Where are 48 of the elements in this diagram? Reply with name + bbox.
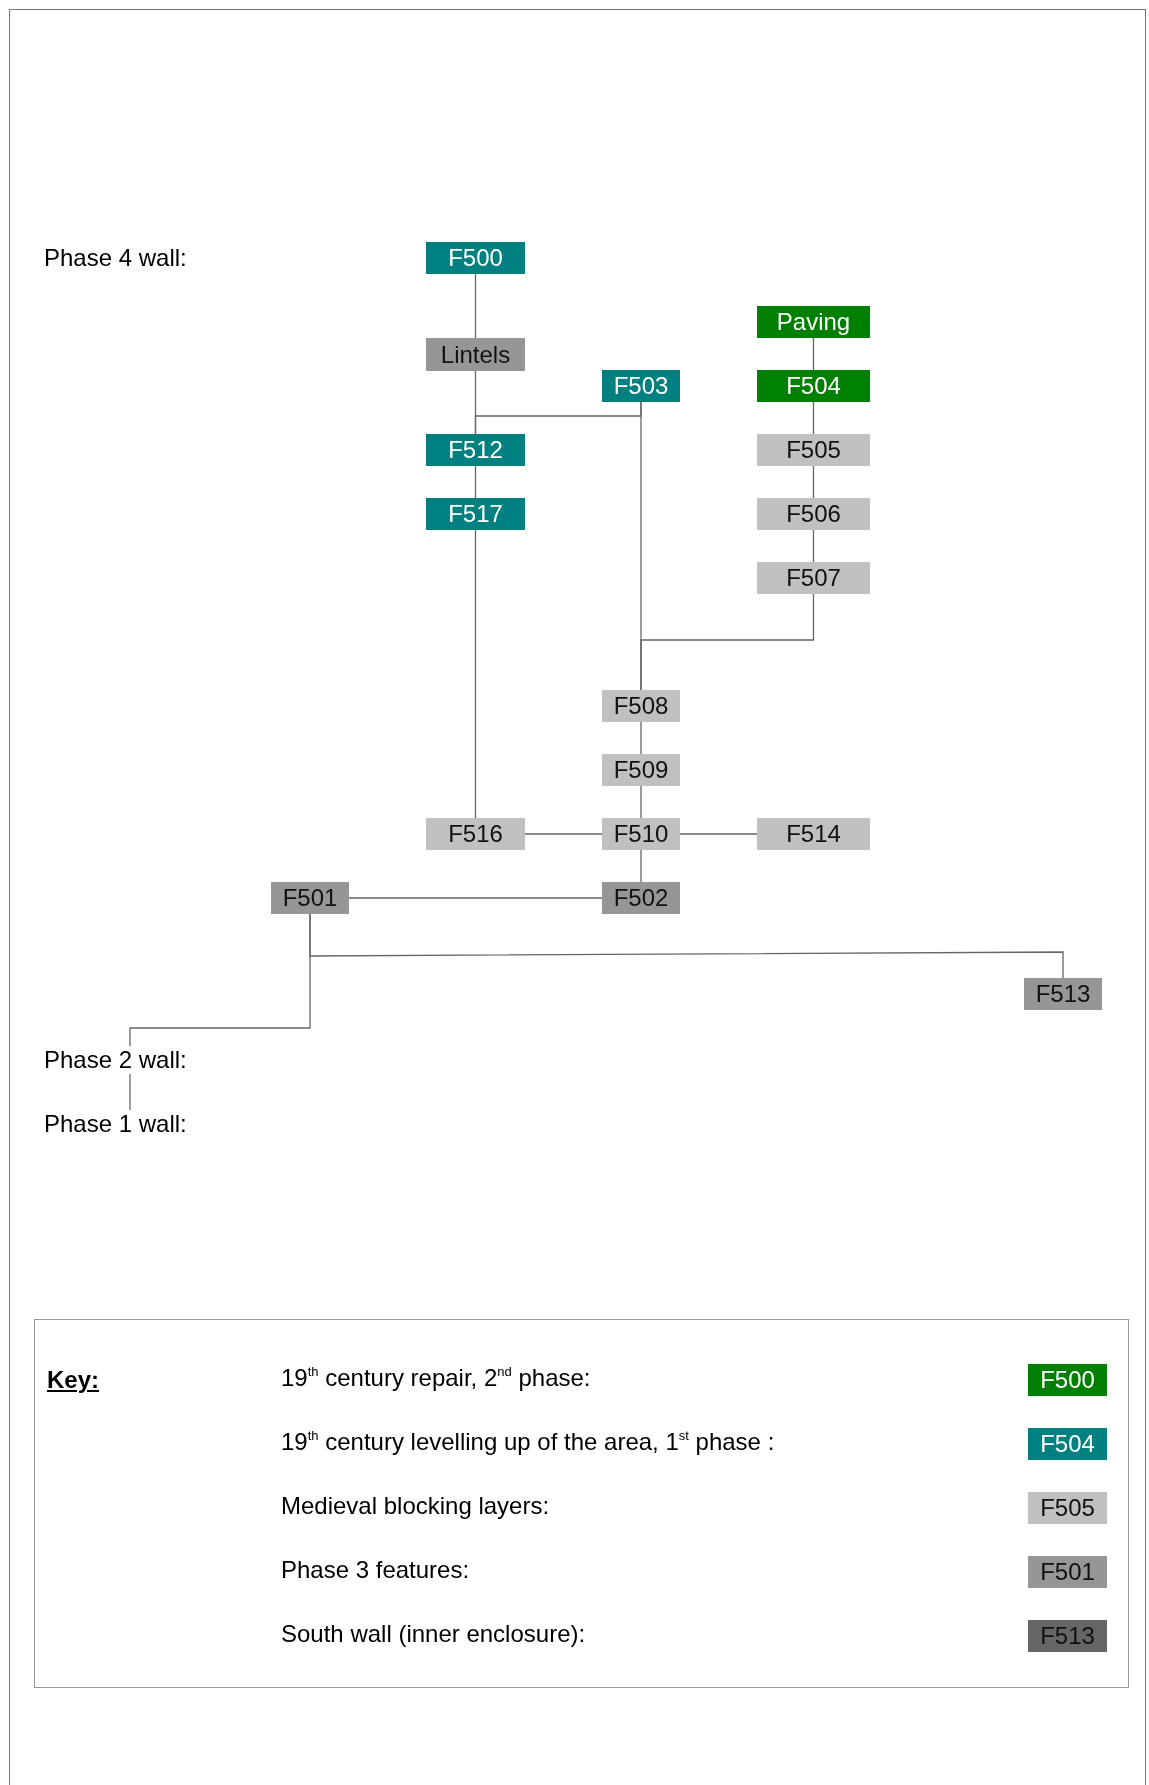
context-box: F513 [1024,978,1102,1010]
legend-text: 19$^{th}$ century levelling up of the area, 1$^{st}$ phase : [281,1428,775,1456]
connector-line [129,913,311,1047]
phase-label: Phase 2 wall: [44,1046,224,1074]
context-box: F504 [757,370,870,402]
context-box: F506 [757,498,870,530]
connector-line [679,833,758,835]
legend-swatch: F501 [1028,1556,1107,1588]
connector-line [474,529,477,819]
connector-line [640,721,642,755]
connector-line [129,1073,131,1111]
connector-line [812,529,815,563]
context-box: F512 [426,434,525,466]
context-box: F509 [602,754,680,786]
context-box: Lintels [426,338,525,371]
connector-line [474,465,477,499]
legend-swatch: F513 [1028,1620,1107,1652]
legend-text: Phase 3 features: [281,1556,470,1584]
connector-line [640,849,642,883]
context-box: F516 [426,818,525,850]
context-box: F505 [757,434,870,466]
context-box: F501 [271,882,349,914]
context-box: F510 [602,818,680,850]
connector-line [812,401,815,435]
connector-line [524,833,603,835]
legend-text: Medieval blocking layers: [281,1492,550,1520]
phase-label: Phase 1 wall: [44,1110,224,1138]
context-box: F508 [602,690,680,722]
context-box: F514 [757,818,870,850]
connector-line [474,273,477,339]
phase-label: Phase 4 wall: [44,244,187,272]
context-box: Paving [757,306,870,338]
context-box: F503 [602,370,680,402]
connector-line [640,593,815,691]
context-box: F517 [426,498,525,530]
context-box: F500 [426,242,525,274]
connector-line [812,337,815,371]
legend-swatch: F504 [1028,1428,1107,1460]
key-heading: Key: [47,1366,100,1394]
legend-swatch: F500 [1028,1364,1107,1396]
connector-line [640,785,642,819]
connector-line [348,897,603,899]
connector-line [812,465,815,499]
context-box: F502 [602,882,680,914]
legend-text: South wall (inner enclosure): [281,1620,586,1648]
legend-swatch: F505 [1028,1492,1107,1524]
legend-text: 19$^{th}$ century repair, 2$^{nd}$ phase: [281,1364,591,1392]
context-box: F507 [757,562,870,594]
